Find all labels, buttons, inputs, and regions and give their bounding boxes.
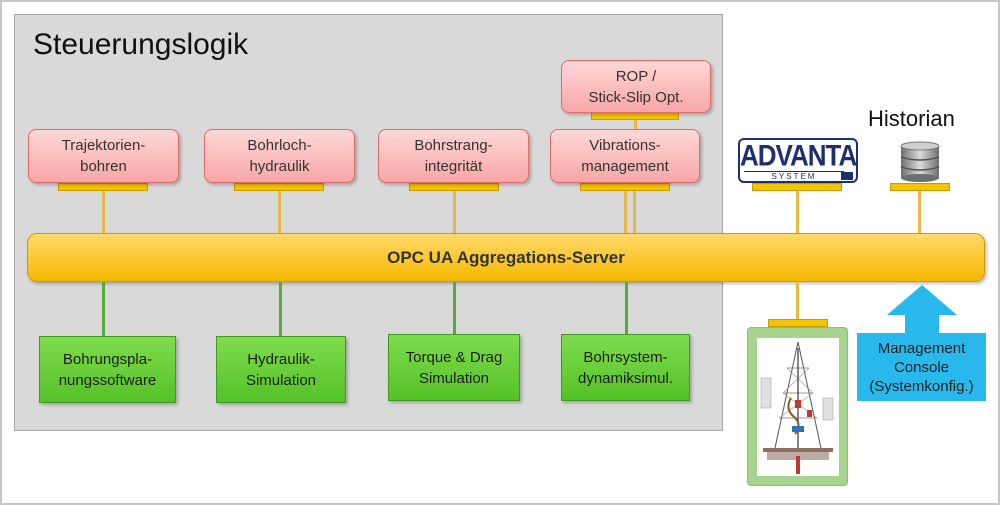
historian-label: Historian [868, 106, 955, 131]
module-bohrstrangintegritaet: Bohrstrang- integrität [378, 129, 529, 183]
management-console: Management Console (Systemkonfig.) [857, 333, 986, 401]
connector-tab [234, 183, 324, 191]
advantage-system-logo: ADVANTAGE SYSTEM [738, 138, 858, 183]
panel-title: Steuerungslogik [33, 28, 249, 61]
connector-line [453, 190, 456, 234]
connector-line [918, 190, 921, 234]
connector-line [102, 282, 105, 336]
opc-ua-aggregation-server-bus: OPC UA Aggregations-Server [27, 233, 985, 282]
connector-line [102, 190, 105, 234]
connector-tab [752, 183, 842, 191]
module-bohrlochhydraulik: Bohrloch- hydraulik [204, 129, 355, 183]
connector-line [625, 282, 628, 334]
connector-line [453, 282, 456, 334]
up-arrow-icon [887, 285, 957, 333]
database-icon [900, 141, 940, 182]
connector-tab [768, 319, 828, 327]
connector-tab [58, 183, 148, 191]
connector-line [633, 190, 636, 234]
drilling-rig-diagram-icon [760, 341, 834, 474]
drilling-rig-panel [747, 327, 848, 486]
rop-stick-slip-module: ROP / Stick-Slip Opt. [561, 60, 711, 113]
connector-tab [591, 112, 679, 120]
connector-line [624, 190, 627, 234]
sim-bohrsystemdynamik: Bohrsystem- dynamiksimul. [561, 334, 690, 401]
connector-line [796, 282, 799, 322]
connector-tab [580, 183, 670, 191]
connector-line [796, 190, 799, 234]
sim-bohrungsplanungssoftware: Bohrungspla- nungssoftware [39, 336, 176, 403]
module-vibrationsmanagement: Vibrations- management [550, 129, 700, 183]
sim-torque-drag-simulation: Torque & Drag Simulation [388, 334, 520, 401]
connector-line [279, 282, 282, 336]
connector-line [278, 190, 281, 234]
module-trajektorienbohren: Trajektorien- bohren [28, 129, 179, 183]
connector-tab [409, 183, 499, 191]
connector-tab [890, 183, 950, 191]
sim-hydraulik-simulation: Hydraulik- Simulation [216, 336, 346, 403]
